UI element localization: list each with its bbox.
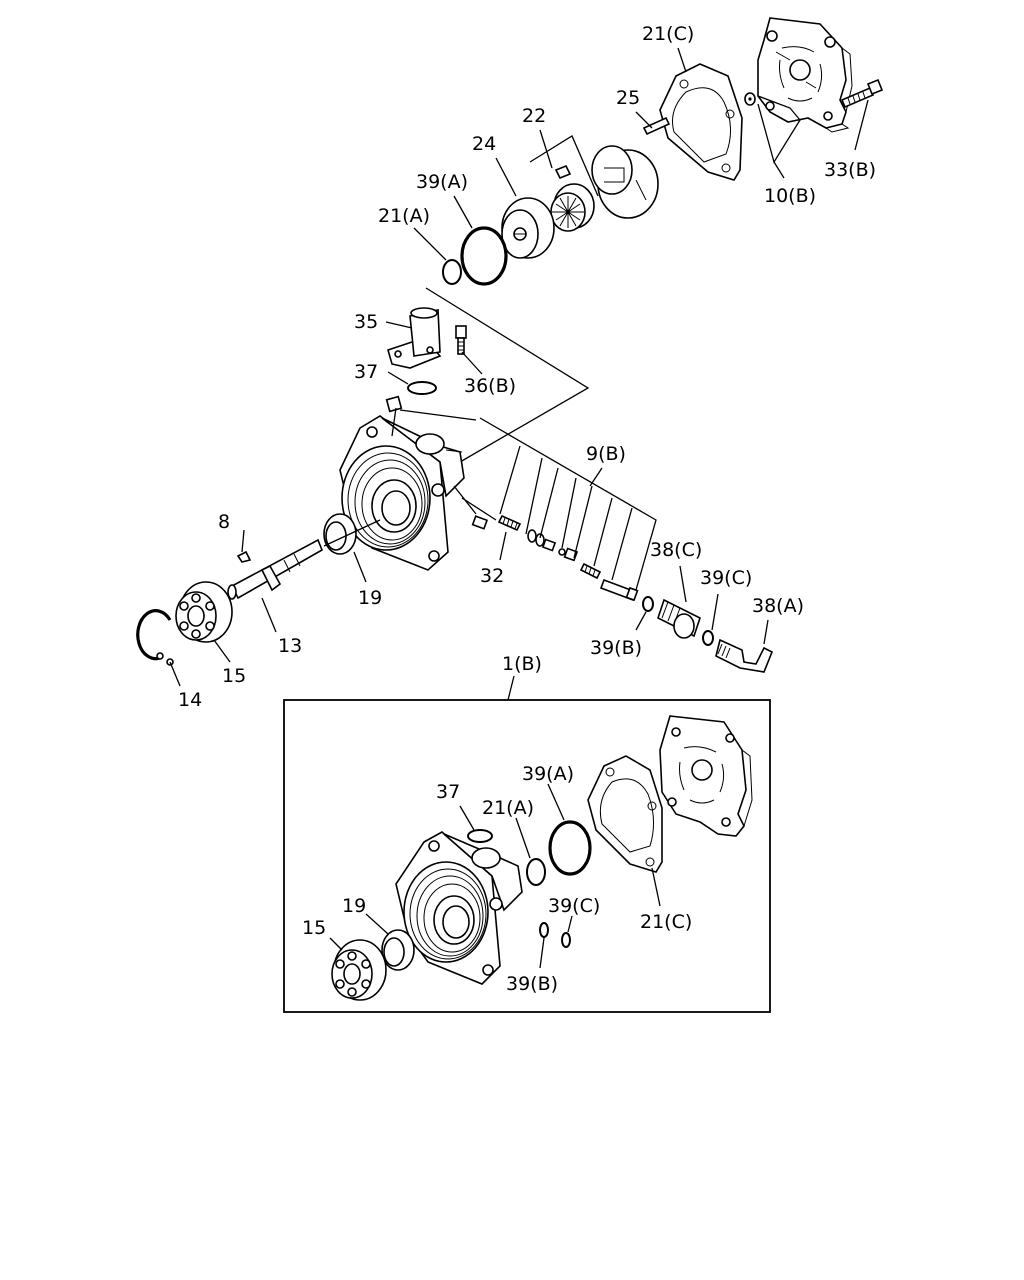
label-39c: 39(C) — [700, 567, 752, 589]
label-32: 32 — [480, 565, 504, 587]
cam-ring — [591, 145, 659, 219]
pump-housing — [339, 415, 465, 571]
union-fitting-35 — [387, 307, 442, 369]
label-22: 22 — [522, 105, 546, 127]
label-35: 35 — [354, 311, 378, 333]
label-21a: 21(A) — [378, 205, 430, 227]
plug — [385, 395, 403, 413]
drive-shaft-13 — [227, 538, 324, 600]
kit-label-39b: 39(B) — [506, 973, 558, 995]
label-8: 8 — [218, 511, 230, 533]
label-36b: 36(B) — [464, 375, 516, 397]
end-cover-plate — [757, 17, 853, 133]
ball-bearing-15 — [175, 581, 233, 643]
kit-o-ring-39c — [561, 932, 571, 948]
part-labels: 21(C) 25 22 24 39(A) 21(A) 33(B) 10(B) 3… — [178, 23, 876, 711]
kit-label-15: 15 — [302, 917, 326, 939]
label-38a: 38(A) — [752, 595, 804, 617]
o-ring-21a — [442, 259, 462, 285]
kit-pump-housing — [395, 831, 523, 985]
kit-label-21c: 21(C) — [640, 911, 692, 933]
woodruff-key-8 — [236, 550, 252, 563]
label-19: 19 — [358, 587, 382, 609]
kit-o-ring-21a — [526, 858, 546, 886]
kit-label-19: 19 — [342, 895, 366, 917]
label-10b: 10(B) — [764, 185, 816, 207]
label-9b: 9(B) — [586, 443, 626, 465]
leader-lines — [169, 47, 869, 701]
kit-bushing-19 — [381, 929, 415, 971]
kit-part-labels: 37 39(A) 21(A) 19 15 39(C) 21(C) 39(B) — [302, 763, 692, 995]
kit-label-39c: 39(C) — [548, 895, 600, 917]
kit-cover-plate — [659, 715, 753, 837]
o-ring-39b — [642, 596, 654, 612]
washer-10b — [744, 92, 756, 106]
bolt-33b — [840, 78, 884, 109]
kit-gasket-21c — [587, 755, 663, 873]
label-38c: 38(C) — [650, 539, 702, 561]
label-39a: 39(A) — [416, 171, 468, 193]
label-14: 14 — [178, 689, 202, 711]
label-13: 13 — [278, 635, 302, 657]
kit-o-ring-37 — [467, 829, 493, 843]
snap-ring-14 — [136, 609, 174, 666]
label-15: 15 — [222, 665, 246, 687]
connector-38c — [657, 598, 701, 639]
elbow-fitting-38a — [715, 638, 774, 673]
side-plate-24 — [501, 197, 555, 259]
kit-label-21a: 21(A) — [482, 797, 534, 819]
kit-label-39a: 39(A) — [522, 763, 574, 785]
o-ring-39c — [702, 630, 714, 646]
label-33b: 33(B) — [824, 159, 876, 181]
label-39b: 39(B) — [590, 637, 642, 659]
label-37: 37 — [354, 361, 378, 383]
label-25: 25 — [616, 87, 640, 109]
label-24: 24 — [472, 133, 496, 155]
kit-label-37: 37 — [436, 781, 460, 803]
label-1b: 1(B) — [502, 653, 542, 675]
kit-ball-bearing-15 — [331, 939, 387, 1001]
label-21c: 21(C) — [642, 23, 694, 45]
kit-leader-lines — [329, 783, 661, 969]
flow-control-valve-parts — [471, 514, 639, 602]
bolt-36b — [455, 325, 467, 355]
repair-kit-box — [283, 699, 771, 1013]
dowel-pin-25 — [642, 116, 671, 136]
o-ring-39a — [460, 226, 508, 286]
gasket-21c — [659, 63, 743, 181]
rotor-vanes — [550, 183, 595, 232]
kit-o-ring-39a — [548, 820, 592, 876]
vane-22 — [554, 164, 572, 180]
o-ring-37 — [407, 381, 437, 395]
kit-o-ring-39b — [539, 922, 549, 938]
